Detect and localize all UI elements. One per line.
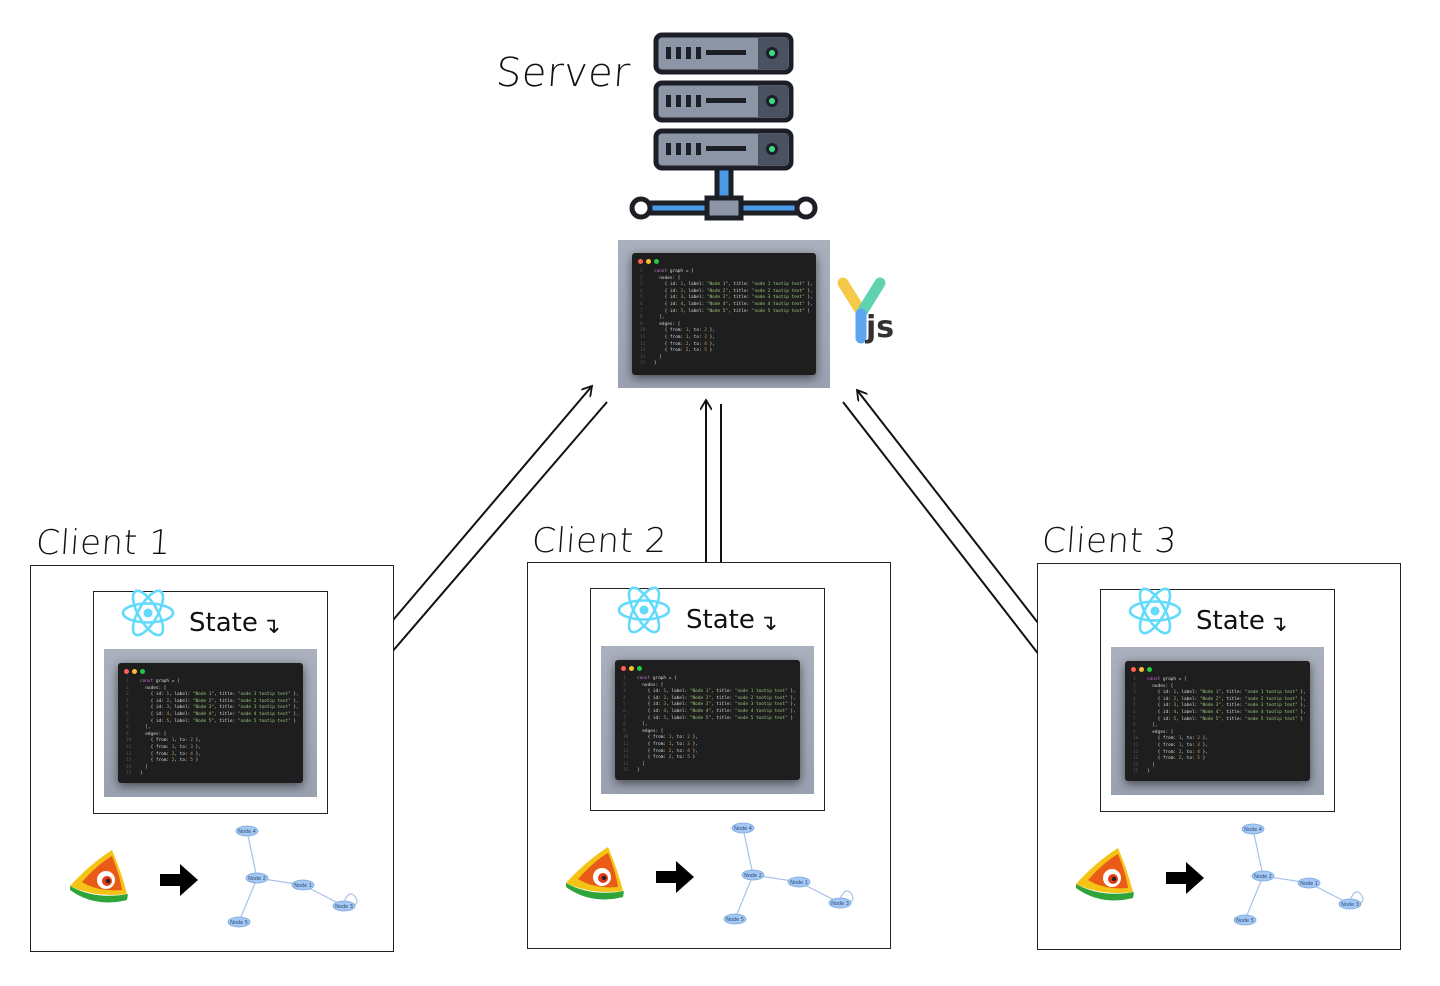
yjs-label: js xyxy=(866,310,895,345)
state-arrow-icon: ↴ xyxy=(759,611,778,636)
client-1-label: Client 1 xyxy=(34,523,173,563)
server-unit-1 xyxy=(653,32,794,75)
state-arrow-icon: ↴ xyxy=(1269,612,1288,637)
server-label: Server xyxy=(494,50,632,96)
client-3-label: Client 3 xyxy=(1040,521,1179,561)
window-dots xyxy=(621,666,642,671)
server-unit-2 xyxy=(653,80,794,123)
state-arrow-icon: ↴ xyxy=(262,614,281,639)
client-1-state-label: State xyxy=(189,608,258,638)
client-2-label: Client 2 xyxy=(530,521,669,561)
window-dots xyxy=(124,669,145,674)
window-dots xyxy=(1131,667,1152,672)
window-dots xyxy=(638,259,659,264)
client-3-state-label: State xyxy=(1196,606,1265,636)
server-unit-3 xyxy=(653,128,794,171)
client-2-state-label: State xyxy=(686,605,755,635)
